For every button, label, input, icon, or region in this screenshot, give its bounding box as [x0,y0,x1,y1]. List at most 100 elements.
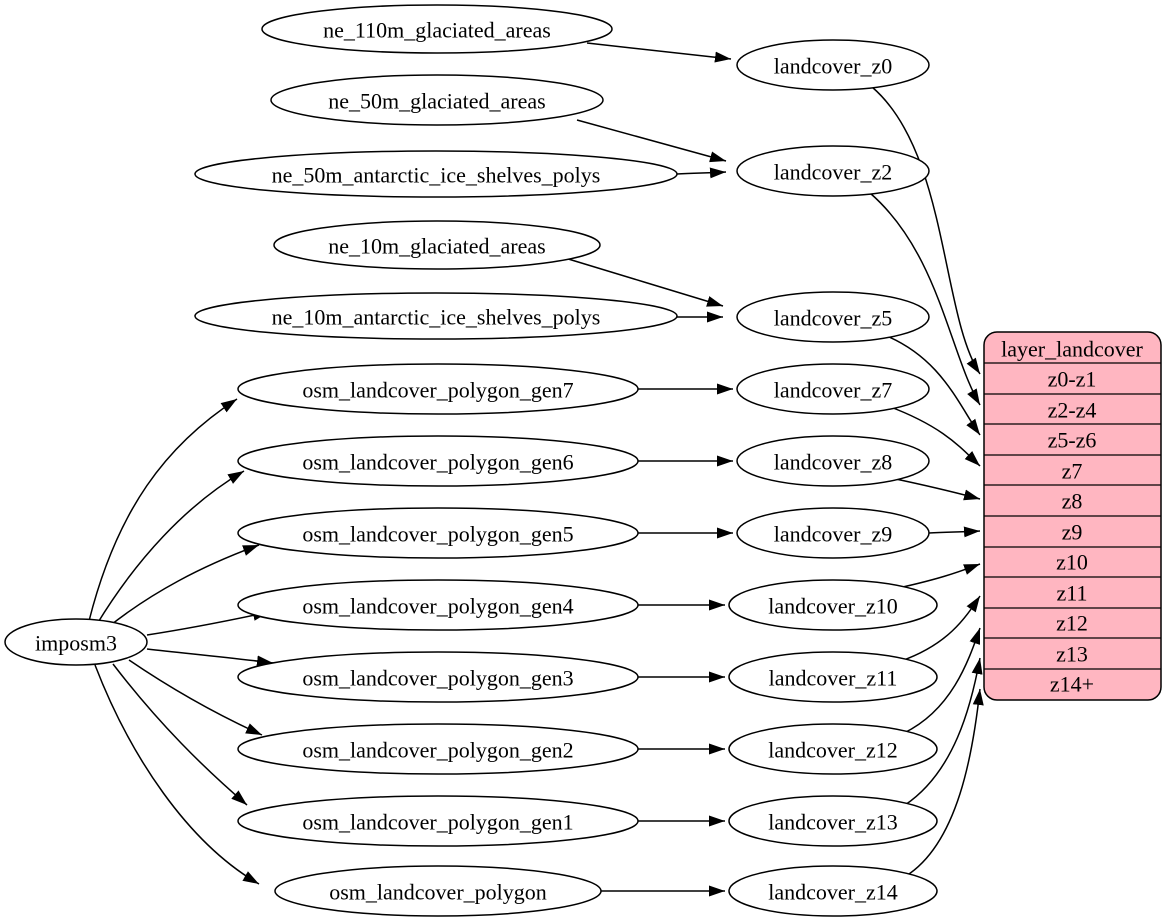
node-ellipse [237,579,639,631]
node-label: imposm3 [35,631,117,656]
node-ellipse [237,363,639,415]
edge-line [928,526,981,538]
node-label: osm_landcover_polygon_gen3 [302,666,573,691]
node-ellipse [237,651,639,703]
record-row: z11 [1057,581,1088,606]
record-title: layer_landcover [1001,337,1143,362]
edge-line [869,192,981,406]
node-ellipse [736,363,930,415]
node-ellipse [4,618,148,666]
record-row: z10 [1056,550,1088,575]
node-ellipse [194,292,678,340]
edge-lines [88,42,984,897]
node-landcover-z8: landcover_z8 [736,435,930,487]
node-landcover-z0: landcover_z0 [736,39,930,91]
edge-line [128,659,263,736]
node-label: ne_10m_glaciated_areas [328,234,545,259]
node-label: ne_110m_glaciated_areas [323,18,551,43]
node-ellipse [270,74,604,126]
edge-line [905,688,984,877]
node-ne-110m-glaciated-areas: ne_110m_glaciated_areas [261,4,613,54]
node-ellipse [736,145,930,197]
node-ellipse [274,865,602,917]
node-label: ne_50m_antarctic_ice_shelves_polys [272,163,601,188]
node-ellipse [728,723,938,775]
node-label: ne_10m_antarctic_ice_shelves_polys [272,305,601,330]
node-osm-landcover-polygon-gen1: osm_landcover_polygon_gen1 [237,795,639,847]
record-row: z0-z1 [1048,367,1097,392]
node-ellipse [237,435,639,487]
node-label: osm_landcover_polygon_gen6 [302,450,573,475]
node-ellipse [728,865,938,917]
node-label: osm_landcover_polygon_gen1 [302,810,573,835]
record-row: z13 [1056,642,1088,667]
node-ellipse [728,651,938,703]
node-ellipse [728,795,938,847]
node-label: landcover_z9 [774,522,893,547]
node-label: osm_landcover_polygon_gen5 [302,522,573,547]
edge-line [88,398,238,622]
node-label: landcover_z2 [774,160,893,185]
node-osm-landcover-polygon-gen5: osm_landcover_polygon_gen5 [237,507,639,559]
node-landcover-z11: landcover_z11 [728,651,938,703]
node-osm-landcover-polygon: osm_landcover_polygon [274,865,602,917]
node-label: osm_landcover_polygon_gen7 [302,378,573,403]
node-landcover-z14: landcover_z14 [728,865,938,917]
record-row: z12 [1056,611,1088,636]
node-label: landcover_z10 [768,594,898,619]
edge-line [112,663,248,806]
node-ellipse [237,507,639,559]
node-ne-50m-antarctic-ice-shelves-polys: ne_50m_antarctic_ice_shelves_polys [194,150,678,198]
node-landcover-z7: landcover_z7 [736,363,930,415]
node-ellipse [237,795,639,847]
node-label: osm_landcover_polygon [329,880,547,905]
node-ellipse [261,4,613,54]
edge-line [871,86,981,375]
node-label: landcover_z14 [768,880,898,905]
node-label: landcover_z11 [769,666,898,691]
node-ellipse [237,723,639,775]
node-ellipse [736,39,930,91]
edge-line [900,595,981,662]
node-label: ne_50m_glaciated_areas [328,89,545,114]
node-ne-50m-glaciated-areas: ne_50m_glaciated_areas [270,74,604,126]
edge-line [96,470,245,625]
node-osm-landcover-polygon-gen2: osm_landcover_polygon_gen2 [237,723,639,775]
node-label: landcover_z5 [774,306,893,331]
edge-line [94,664,260,885]
edge-line [106,544,260,629]
edge-line [903,627,981,734]
edge-line [890,477,981,501]
node-osm-landcover-polygon-gen7: osm_landcover_polygon_gen7 [237,363,639,415]
record-row: z2-z4 [1048,398,1097,423]
node-label: osm_landcover_polygon_gen2 [302,738,573,763]
edge-line [576,119,727,163]
node-landcover-z13: landcover_z13 [728,795,938,847]
node-landcover-z5: landcover_z5 [736,291,930,343]
edge-line [887,405,981,467]
node-landcover-z9: landcover_z9 [736,507,930,559]
node-ne-10m-glaciated-areas: ne_10m_glaciated_areas [273,220,601,270]
node-ellipse [736,507,930,559]
node-label: osm_landcover_polygon_gen4 [302,594,573,619]
node-label: landcover_z7 [774,378,893,403]
node-ellipse [273,220,601,270]
node-landcover-z10: landcover_z10 [728,579,938,631]
node-osm-landcover-polygon-gen6: osm_landcover_polygon_gen6 [237,435,639,487]
record-layer-landcover: layer_landcover z0-z1 z2-z4 z5-z6 z7 z8 … [983,331,1162,701]
edge-line [586,42,732,63]
node-ellipse [736,435,930,487]
record-row: z7 [1062,459,1083,484]
node-label: landcover_z0 [774,54,893,79]
node-ellipse [194,150,678,198]
node-landcover-z2: landcover_z2 [736,145,930,197]
node-osm-landcover-polygon-gen4: osm_landcover_polygon_gen4 [237,579,639,631]
edge-line [881,333,981,436]
node-ellipse [728,579,938,631]
edge-line [146,648,274,667]
record-row: z5-z6 [1048,428,1097,453]
node-label: landcover_z12 [768,738,898,763]
node-label: landcover_z8 [774,450,893,475]
